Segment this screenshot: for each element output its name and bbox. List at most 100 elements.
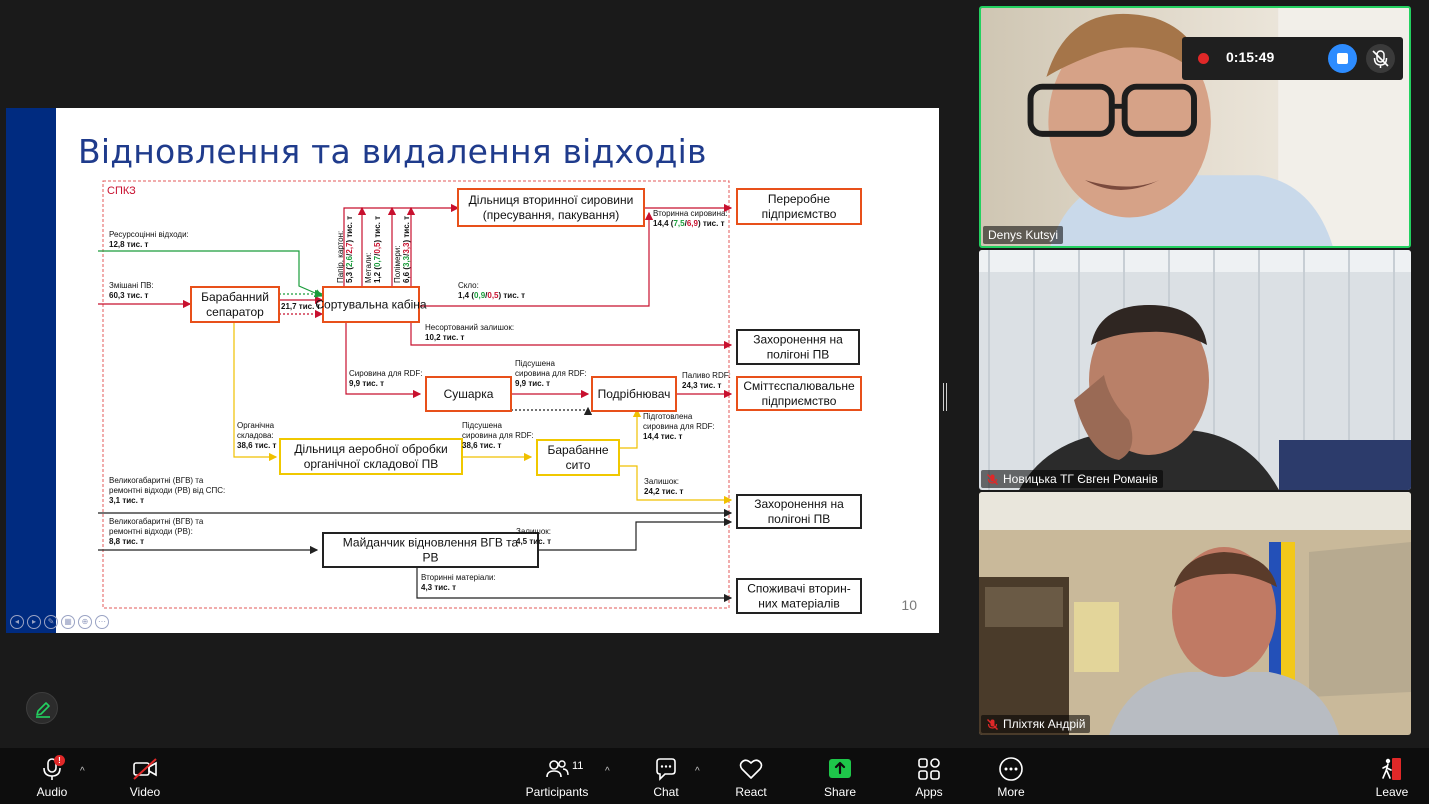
secondary-materials-label-text: 4,3 тис. т xyxy=(421,583,456,592)
audio-options-caret-icon[interactable]: ^ xyxy=(80,766,85,777)
incineration-box xyxy=(736,376,862,411)
metals-flow-part-s: / xyxy=(373,253,382,256)
participants-options-caret-icon[interactable]: ^ xyxy=(605,766,610,777)
spkz-region xyxy=(102,180,730,609)
chat-icon xyxy=(656,758,676,781)
chat-options-caret-icon[interactable]: ^ xyxy=(695,766,700,777)
audio-warning-badge: ! xyxy=(54,755,65,766)
paper-flow-part-e: ) тис. т xyxy=(345,216,354,243)
recording-mic-muted-button[interactable] xyxy=(1366,44,1395,73)
rdf-dried-2-label-text: 38,6 тис. т xyxy=(462,441,502,450)
metals-flow-part-r: 0,5 xyxy=(373,242,382,254)
stop-recording-button[interactable] xyxy=(1328,44,1357,73)
bulky-sps-label-text: 3,1 тис. т xyxy=(109,496,144,505)
metals-flow-part-e: ) тис. т xyxy=(373,216,382,243)
resource-waste-label-text: Ресурсоцінні відходи: xyxy=(109,230,189,239)
organic-label-text: Органічна xyxy=(237,421,275,430)
share-screen-icon xyxy=(829,759,851,778)
paper-arrow xyxy=(343,203,460,288)
prev-slide-icon[interactable]: ◂ xyxy=(10,615,24,629)
polymers-flow-part-a: 6,6 ( xyxy=(402,267,411,283)
drum-separator-box-label: Барабанний xyxy=(201,290,269,304)
audio-button[interactable]: Audio xyxy=(36,756,68,802)
pencil-icon xyxy=(36,702,50,718)
mic-muted-icon xyxy=(1372,50,1389,68)
react-button[interactable]: React xyxy=(735,756,767,802)
rdf-prepared-label-text: Підготовлена xyxy=(643,412,693,421)
processing-enterprise-box-label: підприємство xyxy=(762,207,837,221)
secondary-raw-box xyxy=(457,188,645,227)
rdf-fuel-label-text: 24,3 тис. т xyxy=(682,381,722,390)
meeting-toolbar: Audio ! ^ Video Participants 11 ^ xyxy=(0,748,1429,804)
dryer-box xyxy=(425,376,512,412)
rdf-dried-1-label-text: сировина для RDF: xyxy=(515,369,587,378)
secondary-out-flow-value: 14,4 (7,5/6,9) тис. т xyxy=(653,219,725,228)
aerobic-treatment-box-label: Дільниця аеробної обробки xyxy=(294,442,447,456)
metals-flow-part-g: 0,7 xyxy=(373,255,382,267)
polymers-flow-caption: Полімери: xyxy=(393,245,402,283)
zoom-icon[interactable]: ⊕ xyxy=(78,615,92,629)
video-button[interactable]: Video xyxy=(128,756,162,802)
participants-count: 11 xyxy=(572,760,584,772)
bulky-sps-label-text: ремонтні відходи (РВ) від СПС: xyxy=(109,486,225,495)
more-icon xyxy=(999,757,1023,781)
drum-sieve-box-label: Барабанне xyxy=(547,443,608,457)
vgv-recovery-site-box-label: РВ xyxy=(422,551,438,565)
unsorted-arrow xyxy=(410,322,733,350)
leave-button[interactable]: Leave xyxy=(1376,756,1408,802)
dryer-dotted-arrow xyxy=(511,406,593,416)
residue-2-label-text: Залишок: xyxy=(516,527,551,536)
spkz-region-label: СПКЗ xyxy=(107,185,136,197)
more-options-icon[interactable]: ⋯ xyxy=(95,615,109,629)
participants-button[interactable]: Participants xyxy=(524,756,590,802)
polymers-flow-part-r: 3,3 xyxy=(402,242,411,254)
bulky-rv-label-text: 8,8 тис. т xyxy=(109,537,144,546)
pen-icon[interactable]: ✎ xyxy=(44,615,58,629)
slide-controls[interactable]: ◂ ▸ ✎ ▦ ⊕ ⋯ xyxy=(10,615,109,629)
secondary-out-flow-part-r: 6,9 xyxy=(687,219,699,228)
secondary-out-flow-part-g: 7,5 xyxy=(673,219,685,228)
secondary-consumers-box-label: них матеріалів xyxy=(758,597,839,611)
secondary-materials-label-text: Вторинні матеріали: xyxy=(421,573,496,582)
video-tile-3[interactable]: Пліхтяк Андрій xyxy=(979,492,1411,735)
paper-flow-part-s: / xyxy=(345,253,354,256)
unsorted-label-text: 10,2 тис. т xyxy=(425,333,465,342)
microphone-icon xyxy=(43,758,61,780)
slides-grid-icon[interactable]: ▦ xyxy=(61,615,75,629)
video-tile-2[interactable]: Новицька ТГ Євген Романів xyxy=(979,250,1411,490)
aerobic-treatment-box xyxy=(279,438,463,475)
landfill-box-2-label: полігоні ПВ xyxy=(768,512,831,526)
separator-output-label: 21,7 тис. т xyxy=(281,302,321,311)
chat-button[interactable]: Chat xyxy=(652,756,680,802)
landfill-box-1-label: полігоні ПВ xyxy=(767,348,830,362)
drum-sieve-box xyxy=(536,439,620,476)
bulky-sps-label-text: Великогабаритні (ВГВ) та xyxy=(109,476,204,485)
polymers-flow-part-s: / xyxy=(402,253,411,256)
paper-flow-caption: Папір, картон: xyxy=(336,231,345,283)
secondary-out-flow-part-s: / xyxy=(685,219,688,228)
secondary-out-flow-part-e: ) тис. т xyxy=(698,219,725,228)
rdf-fuel-label-text: Паливо RDF: xyxy=(682,371,731,380)
glass-flow-part-g: 0,9 xyxy=(474,291,486,300)
participant-name-label: Новицька ТГ Євген Романів xyxy=(981,470,1163,488)
panel-splitter-handle[interactable] xyxy=(943,383,947,411)
residue-2-arrow xyxy=(538,517,733,551)
more-button[interactable]: More xyxy=(995,756,1027,802)
paper-flow-value: 5,3 (2,6/2,7) тис. т xyxy=(345,216,354,283)
glass-arrow xyxy=(419,211,654,307)
vgv-recovery-site-box-label: Майданчик відновлення ВГВ та xyxy=(343,536,519,550)
mixed-pv-label-text: Змішані ПВ: xyxy=(109,281,154,290)
apps-button[interactable]: Apps xyxy=(913,756,945,802)
next-slide-icon[interactable]: ▸ xyxy=(27,615,41,629)
aerobic-treatment-box-label: органічної складової ПВ xyxy=(304,457,439,471)
annotate-button[interactable] xyxy=(26,692,58,724)
residue-1-label-text: Залишок: xyxy=(644,477,679,486)
recording-dot-icon xyxy=(1198,53,1209,64)
share-screen-button[interactable]: Share xyxy=(824,756,856,802)
rdf-dried-2-label-text: сировина для RDF: xyxy=(462,431,534,440)
resource-waste-label-text: 12,8 тис. т xyxy=(109,240,149,249)
participant-video-2 xyxy=(979,250,1411,490)
processing-enterprise-box-label: Переробне xyxy=(768,192,830,206)
